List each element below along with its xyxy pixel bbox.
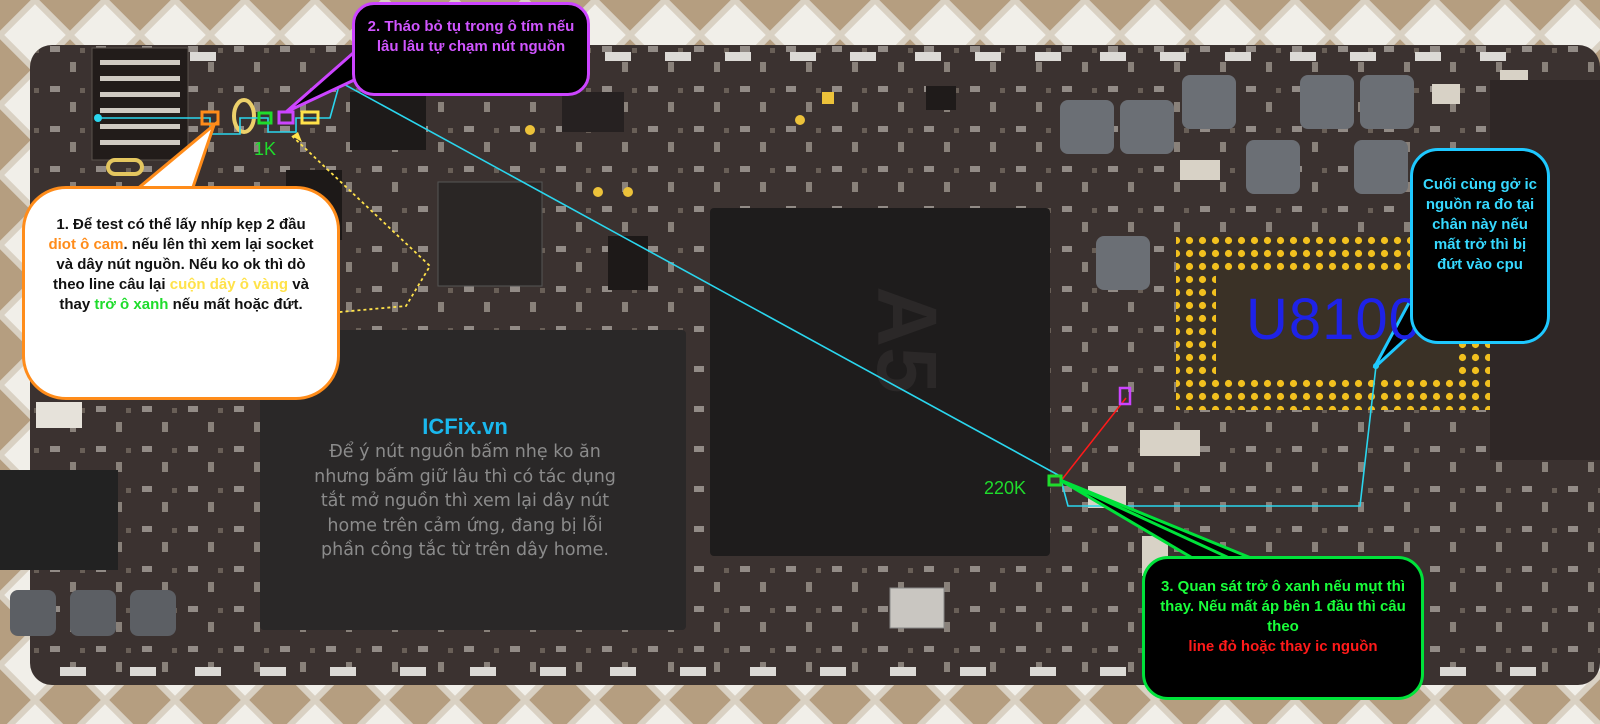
- a5-logo: A5: [860, 286, 954, 393]
- trace-line-red: [1059, 397, 1127, 483]
- step1-yellow-coil: cuộn dây ô vàng: [169, 276, 289, 293]
- callout-step3: 3. Quan sát trở ô xanh nếu mụt thì thay.…: [1142, 556, 1424, 700]
- u8100-label: U8100: [1246, 287, 1422, 352]
- yellow-coil-box: [300, 110, 320, 125]
- step1-text-d: nếu mất hoặc đứt.: [168, 296, 303, 313]
- callout-step1: 1. Để test có thể lấy nhíp kẹp 2 đầu dio…: [22, 186, 340, 400]
- resistor-220k-label: 220K: [984, 478, 1027, 498]
- home-button-note: Để ý nút nguồn bấm nhẹ ko ăn nhưng bấm g…: [314, 442, 616, 560]
- step1-orange-diode: diot ô cam: [48, 236, 124, 253]
- callout-step2: 2. Tháo bỏ tụ trong ô tím nếu lâu lâu tự…: [352, 2, 590, 96]
- step3-red-line: line đỏ hoặc thay ic nguồn: [1188, 638, 1378, 655]
- step1-text-a: 1. Để test có thể lấy nhíp kẹp 2 đầu: [56, 216, 306, 233]
- a5-processor: [710, 208, 1050, 556]
- step1-green-resistor: trở ô xanh: [94, 296, 169, 313]
- step1-text-c: và thay: [59, 276, 309, 313]
- orange-diode-box: [200, 110, 220, 126]
- memory-chip: [260, 330, 686, 630]
- chip-apl: [437, 181, 543, 287]
- edge-pads-bottom: [60, 667, 1536, 676]
- small-chip: [350, 92, 426, 150]
- gold-ring-pad: [232, 98, 256, 134]
- callout-final: Cuối cùng gở ic nguồn ra đo tại chân này…: [1410, 148, 1550, 344]
- step1-text-b: . nếu lên thì xem lại socket và dây nút …: [53, 236, 314, 293]
- step3-text: 3. Quan sát trở ô xanh nếu mụt thì thay.…: [1160, 578, 1406, 635]
- green-resistor-1k-box: [257, 111, 273, 125]
- resistor-1k-label: 1K: [254, 139, 277, 159]
- yellow-dotted-pointer: [291, 135, 432, 315]
- trace-line-cyan: [96, 80, 1377, 507]
- brand-watermark: ICFix.vn: [422, 414, 508, 439]
- inductors: [1060, 75, 1414, 290]
